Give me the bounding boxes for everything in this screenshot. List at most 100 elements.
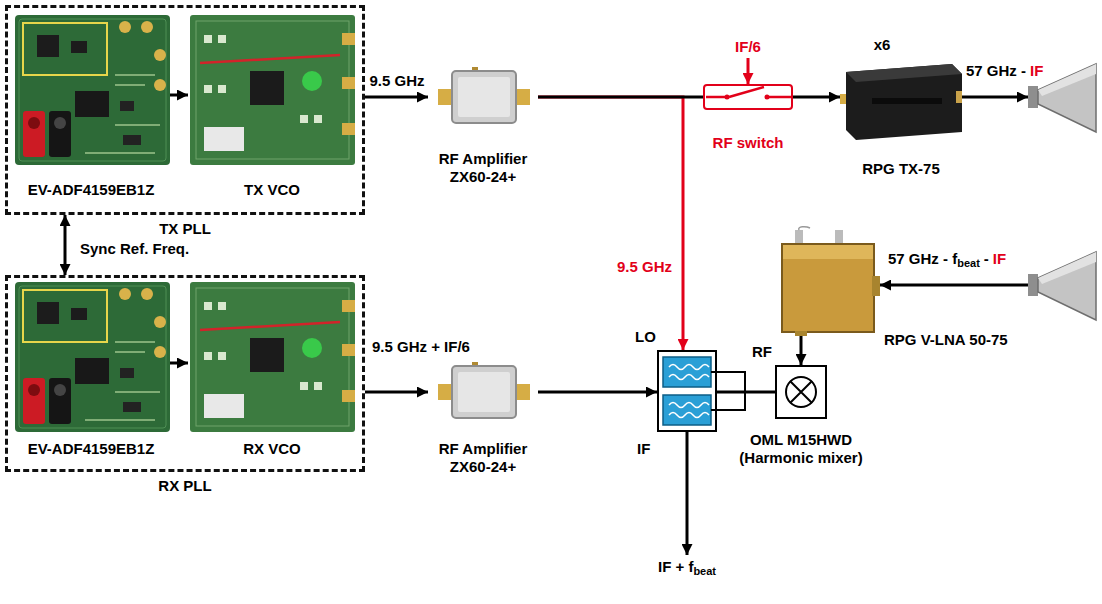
node-label: RF Amplifier ZX60-24+ [427,150,539,186]
node-label: RX VCO [243,440,301,458]
filter-symbol [669,413,709,418]
rf-switch-symbol [706,87,791,100]
signal-connector [538,391,657,394]
signal-connector [170,362,188,365]
eval-board-picture [15,15,170,165]
multiplier-picture [840,64,962,140]
pll-group: EV-ADF4159EB1ZTX VCOTX PLL [5,5,365,215]
horn-antenna [1038,64,1096,96]
lna-picture [795,230,803,244]
multiplier-picture [956,91,962,103]
antenna-wire [962,97,1028,98]
horn-antenna [1028,86,1038,108]
signal-connector [538,96,703,99]
signal-label: beat [693,565,716,578]
signal-label: beat [957,257,980,270]
switch-control-arrow [748,58,749,84]
amplifier-picture [438,67,530,123]
mixer-symbol [790,381,812,403]
filter-symbol [669,375,709,380]
vco-board: RX VCO [188,280,358,462]
vco-board: TX VCO [188,12,358,200]
signal-connector [538,97,683,350]
lna-picture [795,331,807,336]
connector-group [65,95,840,392]
rf-amplifier: RF Amplifier ZX60-24+ [428,60,538,190]
signal-label: 57 GHz - f [888,250,957,268]
signal-connector [365,96,428,99]
node-label: TX VCO [244,181,300,199]
antenna-wire [880,284,1028,287]
multiplier-picture [846,64,962,140]
node-label: RPG TX-75 [862,160,940,178]
multiplier-picture [872,98,942,104]
mixer-symbol [786,377,816,407]
signal-label: IF + f [658,558,693,576]
signal-connector [717,391,775,394]
node-label: x6 [874,36,891,54]
node-label: TX PLL [159,220,211,238]
node-label: RX PLL [158,477,211,495]
signal-connector [365,391,428,394]
eval-board: EV-ADF4159EB1Z [12,280,170,462]
edge-label: 9.5 GHz [369,72,424,90]
antenna-wire [880,285,1028,286]
signal-connector [793,96,840,99]
rf-amplifier: RF Amplifier ZX60-24+ [428,362,538,482]
eval-board-picture [15,282,170,432]
mixer-symbol [786,377,816,407]
amplifier-picture [438,362,530,418]
edge-label: 9.5 GHz [617,258,672,276]
node-label: RF Amplifier ZX60-24+ [427,440,539,476]
filter-symbol [663,357,711,387]
pll-group: EV-ADF4159EB1ZRX VCORX PLL [5,275,365,472]
lna-picture [782,227,880,336]
horn-antenna [1038,252,1096,320]
node-label: OML M15HWD (Harmonic mixer) [729,431,874,467]
rf-switch-symbol [725,95,730,100]
harmonic-mixer: RFOML M15HWD (Harmonic mixer) [775,365,827,419]
node-label: RPG V-LNA 50-75 [884,331,1008,349]
node-label: RF [752,343,772,361]
lna-picture [799,227,810,230]
switch-control-arrow [747,58,750,84]
vco-board-picture [190,15,355,165]
lna-picture [782,244,874,332]
rf-switch-symbol [706,87,791,97]
node-label: EV-ADF4159EB1Z [28,181,155,199]
horn-antenna [1028,274,1038,296]
rf-switch: RF switch [703,84,793,110]
filter-symbol [669,403,709,408]
horn-antenna [1038,252,1096,284]
frequency-multiplier: x6RPG TX-75 [840,60,962,140]
node-label: RF switch [713,134,784,152]
node-label: LO [635,328,656,346]
node-label: EV-ADF4159EB1Z [28,440,155,458]
lna-picture [835,230,843,244]
horn-antenna [1028,252,1096,320]
horn-antenna [1038,64,1096,132]
signal-label: IF [1030,62,1043,80]
if-output-wire [687,432,688,555]
lna-module: RPG V-LNA 50-75 [775,226,880,336]
lna-picture [872,276,880,296]
lna-picture [783,245,873,259]
diplexer-box: LOIF [657,350,717,432]
filter-symbol [669,365,709,370]
eval-board: EV-ADF4159EB1Z [12,12,170,200]
edge-label: 9.5 GHz + IF/6 [372,338,470,356]
signal-connector [800,336,803,365]
signal-label: IF/6 [735,38,761,56]
signal-label: - [984,250,989,268]
signal-connector [170,94,188,97]
multiplier-picture [846,64,962,82]
signal-label: 57 GHz - [966,62,1026,80]
signal-connector [64,215,67,275]
rf-switch-symbol [765,95,770,100]
filter-symbol [663,395,711,425]
antenna-wire [962,96,1028,99]
